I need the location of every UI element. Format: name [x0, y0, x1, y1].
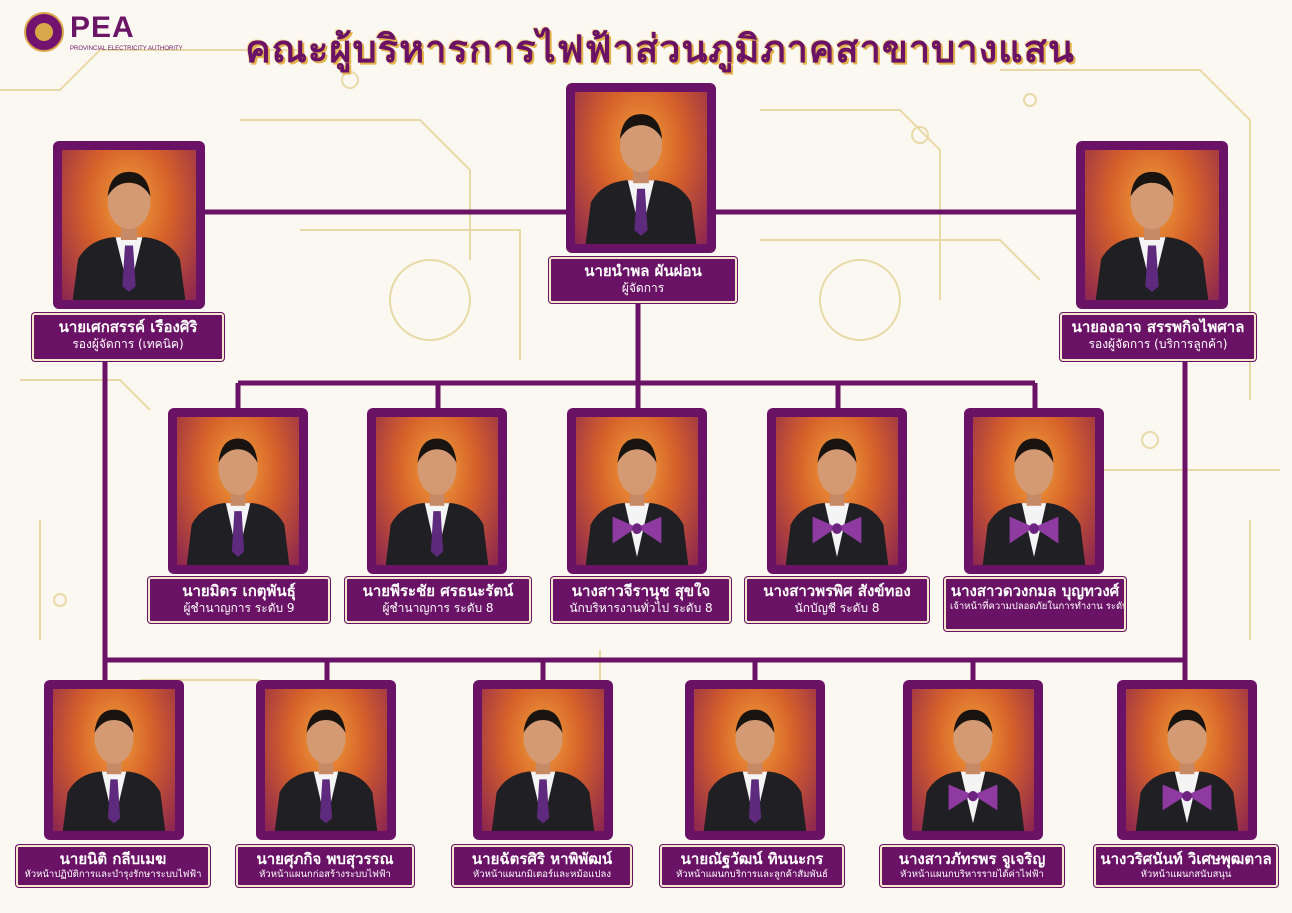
person-name: นายนำพล ผันผ่อน: [584, 262, 702, 280]
portrait-photo: [376, 417, 498, 565]
person-name: นายองอาจ สรรพกิจไพศาล: [1071, 318, 1245, 336]
portrait-frame: [685, 680, 825, 840]
portrait-frame: [53, 141, 205, 309]
person-position: หัวหน้าแผนกบริการและลูกค้าสัมพันธ์: [676, 868, 828, 880]
person-name: นางวริศนันท์ วิเศษพุฒตาล: [1100, 850, 1272, 868]
portrait-frame: [903, 680, 1043, 840]
name-plate: นางสาวพรพิศ สังข์ทองนักบัญชี ระดับ 8: [745, 577, 929, 623]
portrait-photo: [973, 417, 1095, 565]
portrait-frame: [473, 680, 613, 840]
person-position: ผู้ชำนาญการ ระดับ 9: [183, 600, 295, 615]
portrait-photo: [576, 417, 698, 565]
person-position: ผู้จัดการ: [621, 280, 665, 295]
portrait-photo: [482, 689, 604, 831]
portrait-frame: [168, 408, 308, 574]
name-plate: นายพีระชัย ศรธนะรัตน์ผู้ชำนาญการ ระดับ 8: [345, 577, 531, 623]
portrait-photo: [694, 689, 816, 831]
person-position: นักบัญชี ระดับ 8: [794, 600, 880, 615]
portrait-photo: [1085, 150, 1219, 300]
person-position: ผู้ชำนาญการ ระดับ 8: [382, 600, 494, 615]
pea-logo: PEA PROVINCIAL ELECTRICITY AUTHORITY: [24, 10, 183, 58]
person-position: นักบริหารงานทั่วไป ระดับ 8: [569, 600, 713, 615]
person-name: นายพีระชัย ศรธนะรัตน์: [362, 582, 514, 600]
page-title: คณะผู้บริหารการไฟฟ้าส่วนภูมิภาคสาขาบางแส…: [245, 27, 1075, 71]
person-position: หัวหน้าแผนกสนับสนุน: [1140, 868, 1232, 880]
portrait-frame: [567, 408, 707, 574]
name-plate: นายศุภกิจ พบสุวรรณหัวหน้าแผนกก่อสร้างระบ…: [236, 845, 414, 887]
portrait-photo: [62, 150, 196, 300]
portrait-frame: [566, 83, 716, 253]
portrait-frame: [767, 408, 907, 574]
person-name: นายณัฐวัฒน์ ทินนะกร: [680, 850, 824, 868]
logo-subtitle: PROVINCIAL ELECTRICITY AUTHORITY: [70, 46, 183, 52]
name-plate: นางสาวจีรานุช สุขใจนักบริหารงานทั่วไป ระ…: [551, 577, 731, 623]
name-plate: นายองอาจ สรรพกิจไพศาลรองผู้จัดการ (บริกา…: [1060, 313, 1256, 361]
portrait-frame: [44, 680, 184, 840]
name-plate: นายเศกสรรค์ เรืองศิริรองผู้จัดการ (เทคนิ…: [32, 313, 224, 361]
person-name: นายเศกสรรค์ เรืองศิริ: [58, 318, 198, 336]
portrait-photo: [53, 689, 175, 831]
portrait-frame: [367, 408, 507, 574]
name-plate: นายฉัตรศิริ หาพิพัฒน์หัวหน้าแผนกมิเตอร์แ…: [452, 845, 632, 887]
person-position: หัวหน้าแผนกก่อสร้างระบบไฟฟ้า: [259, 868, 391, 880]
name-plate: นายมิตร เกตุพันธุ์ผู้ชำนาญการ ระดับ 9: [148, 577, 330, 623]
person-position: รองผู้จัดการ (เทคนิค): [72, 336, 184, 351]
person-name: นางสาวภัทรพร จูเจริญ: [898, 850, 1046, 868]
portrait-frame: [1117, 680, 1257, 840]
portrait-photo: [1126, 689, 1248, 831]
person-name: นางสาวดวงกมล บุญทวงศ์: [950, 582, 1120, 600]
name-plate: นางวริศนันท์ วิเศษพุฒตาลหัวหน้าแผนกสนับส…: [1094, 845, 1278, 887]
portrait-photo: [177, 417, 299, 565]
name-plate: นายนิติ กลีบเมฆหัวหน้าปฏิบัติการและบำรุง…: [16, 845, 210, 887]
name-plate: นายณัฐวัฒน์ ทินนะกรหัวหน้าแผนกบริการและล…: [660, 845, 844, 887]
name-plate: นางสาวดวงกมล บุญทวงศ์เจ้าหน้าที่ความปลอด…: [944, 577, 1126, 631]
pea-emblem-icon: [24, 12, 64, 52]
person-position: หัวหน้าแผนกมิเตอร์และหม้อแปลง: [472, 868, 611, 880]
portrait-photo: [776, 417, 898, 565]
portrait-photo: [265, 689, 387, 831]
person-name: นายศุภกิจ พบสุวรรณ: [256, 850, 394, 868]
person-name: นายฉัตรศิริ หาพิพัฒน์: [471, 850, 613, 868]
person-name: นายมิตร เกตุพันธุ์: [182, 582, 296, 600]
logo-text: PEA: [70, 11, 135, 44]
person-position: หัวหน้าแผนกบริหารรายได้ค่าไฟฟ้า: [900, 868, 1044, 880]
portrait-photo: [912, 689, 1034, 831]
person-name: นางสาวพรพิศ สังข์ทอง: [763, 582, 911, 600]
person-name: นางสาวจีรานุช สุขใจ: [571, 582, 711, 600]
person-position: รองผู้จัดการ (บริการลูกค้า): [1088, 336, 1228, 351]
portrait-photo: [575, 92, 707, 244]
portrait-frame: [964, 408, 1104, 574]
person-position: หัวหน้าปฏิบัติการและบำรุงรักษาระบบไฟฟ้า: [24, 868, 202, 880]
portrait-frame: [256, 680, 396, 840]
person-position: เจ้าหน้าที่ความปลอดภัยในการทำงาน ระดับวิ…: [950, 600, 1126, 612]
name-plate: นางสาวภัทรพร จูเจริญหัวหน้าแผนกบริหารราย…: [880, 845, 1064, 887]
portrait-frame: [1076, 141, 1228, 309]
person-name: นายนิติ กลีบเมฆ: [59, 850, 167, 868]
name-plate: นายนำพล ผันผ่อนผู้จัดการ: [549, 257, 737, 303]
